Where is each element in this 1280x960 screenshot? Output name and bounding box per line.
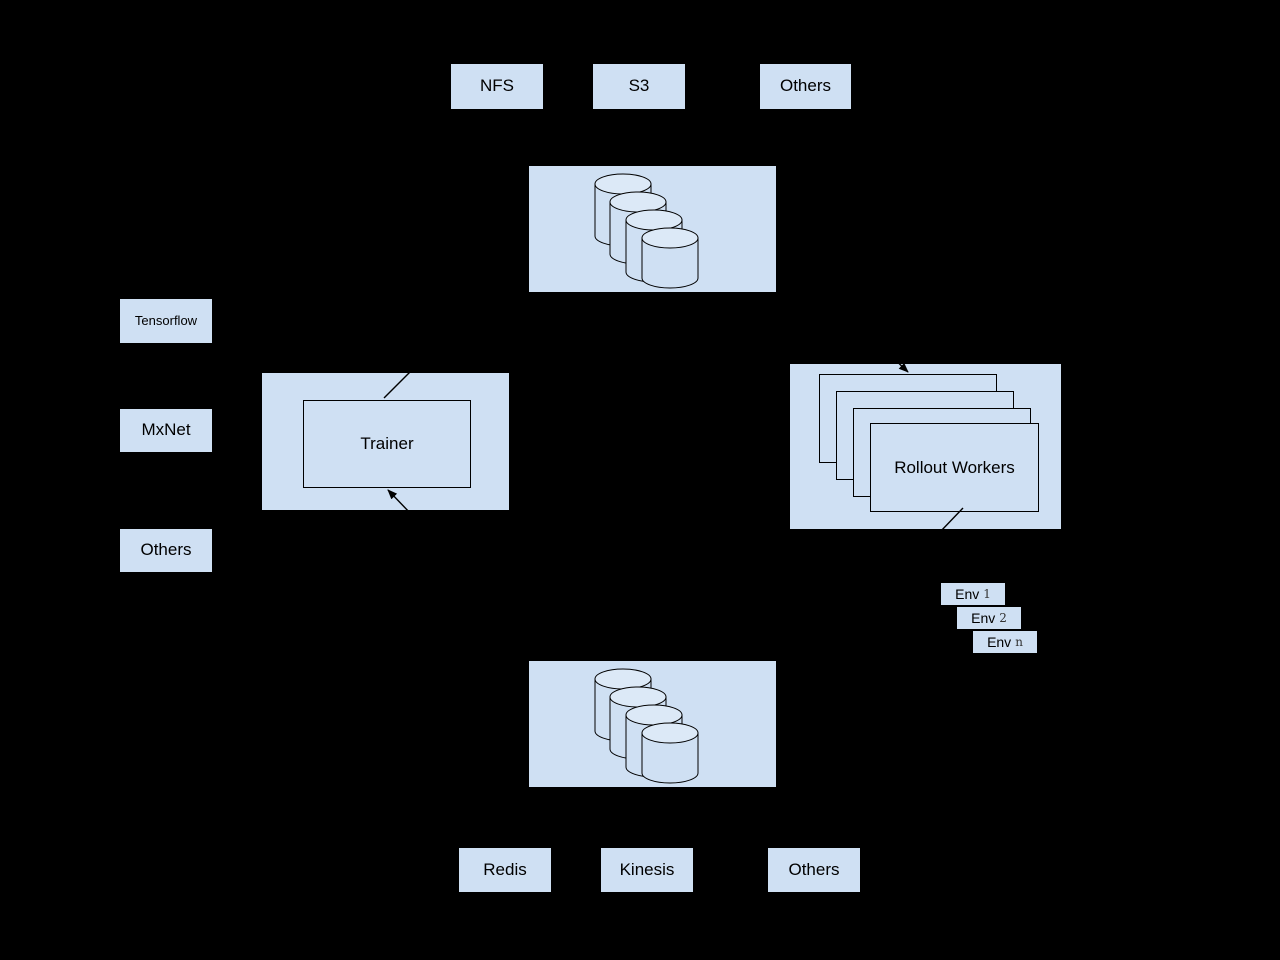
- env-box-n[interactable]: Env n: [973, 631, 1037, 653]
- rollout-worker-stack-1[interactable]: Rollout Workers: [870, 423, 1039, 512]
- storage-node-nfs[interactable]: NFS: [451, 64, 543, 109]
- env-box-2[interactable]: Env 2: [957, 607, 1021, 629]
- storage-node-kinesis[interactable]: Kinesis: [601, 848, 693, 892]
- model-store-panel: [529, 166, 776, 292]
- framework-node-label: Tensorflow: [134, 312, 198, 328]
- storage-node-others-bottom[interactable]: Others: [768, 848, 860, 892]
- env-index: 1: [983, 587, 991, 601]
- framework-node-label: MxNet: [141, 420, 191, 440]
- data-store-panel: [529, 661, 776, 787]
- trainer-box[interactable]: Trainer: [303, 400, 471, 488]
- storage-node-s3[interactable]: S3: [593, 64, 685, 109]
- env-label: Env: [971, 610, 996, 626]
- storage-node-redis[interactable]: Redis: [459, 848, 551, 892]
- trainer-label: Trainer: [360, 434, 414, 453]
- rollout-workers-label: Rollout Workers: [894, 457, 1015, 477]
- storage-node-label: Kinesis: [619, 859, 675, 879]
- env-index: n: [1015, 635, 1023, 649]
- framework-node-tensorflow[interactable]: Tensorflow: [120, 299, 212, 343]
- storage-node-others-top[interactable]: Others: [760, 64, 851, 109]
- storage-node-label: NFS: [480, 76, 514, 96]
- framework-node-others[interactable]: Others: [120, 529, 212, 572]
- storage-node-label: Others: [788, 859, 840, 879]
- env-index: 2: [999, 611, 1007, 625]
- framework-node-label: Others: [140, 540, 192, 560]
- storage-node-label: Others: [779, 76, 832, 96]
- env-label: Env: [987, 634, 1012, 650]
- storage-node-label: Redis: [483, 859, 527, 879]
- env-box-1[interactable]: Env 1: [941, 583, 1005, 605]
- storage-node-label: S3: [628, 76, 650, 96]
- framework-node-mxnet[interactable]: MxNet: [120, 409, 212, 452]
- env-label: Env: [955, 586, 980, 602]
